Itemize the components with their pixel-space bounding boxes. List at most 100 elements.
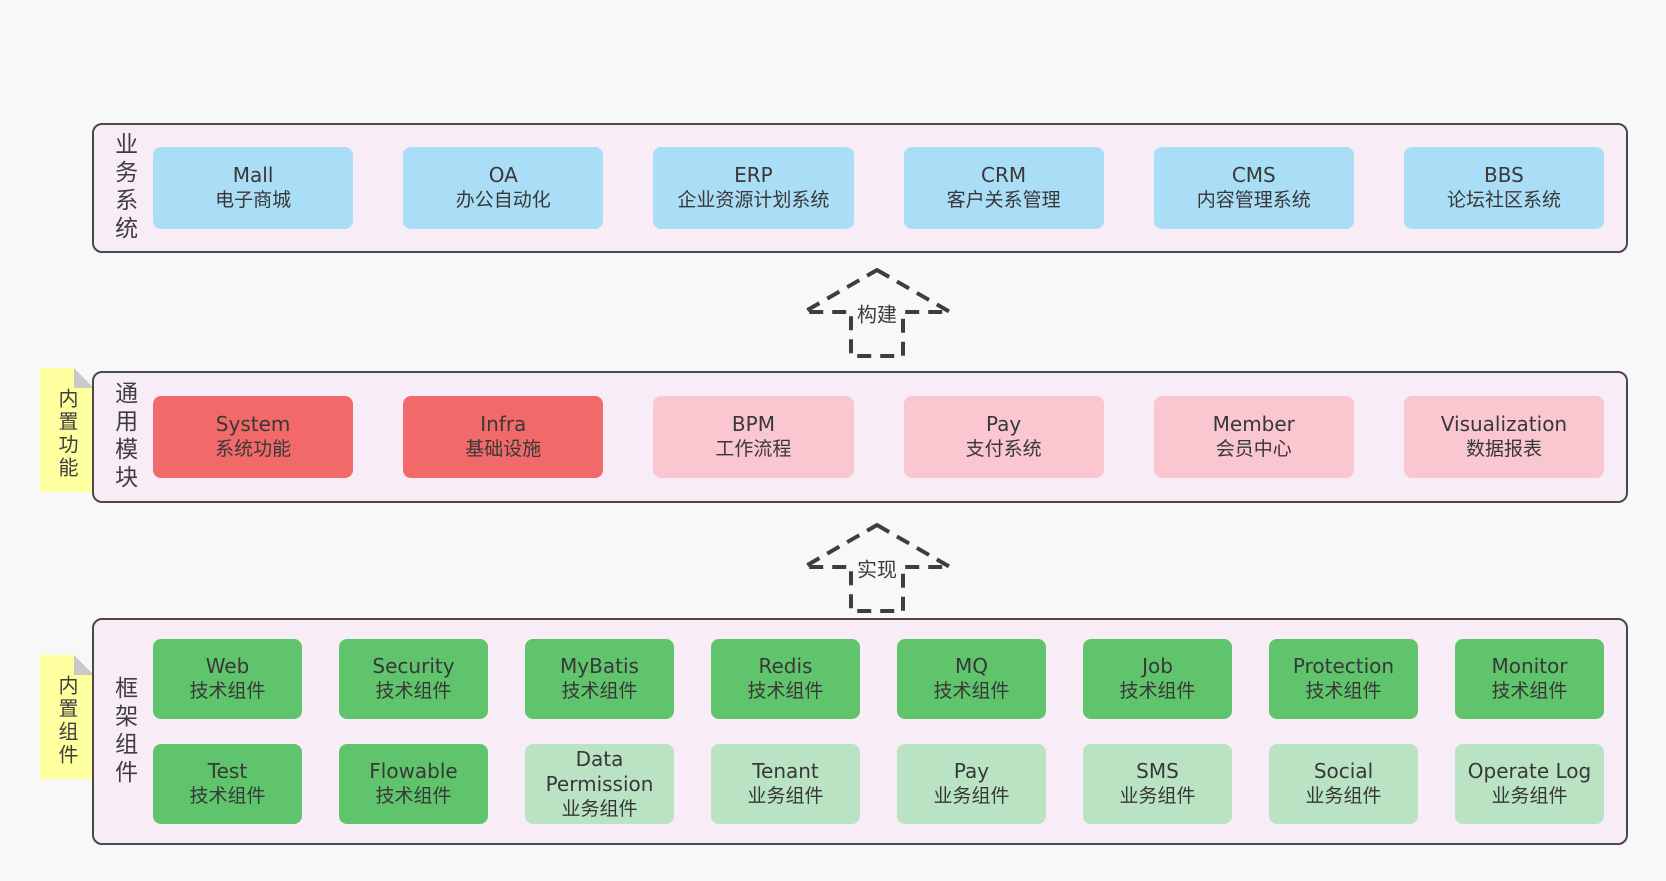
dashed-up-arrow-icon xyxy=(802,523,952,613)
box-title: MQ xyxy=(955,654,988,678)
dashed-up-arrow-icon xyxy=(802,268,952,358)
box-title: Pay xyxy=(953,759,990,783)
box-subtitle: 业务组件 xyxy=(1305,785,1382,807)
box-subtitle: 电子商城 xyxy=(215,189,292,211)
box-subtitle: 技术组件 xyxy=(375,785,452,807)
box-title: Flowable xyxy=(369,759,458,783)
box-title: Redis xyxy=(758,654,813,678)
sticky-note-builtin-features: 内置功能 xyxy=(40,368,94,492)
box-title: Social xyxy=(1313,759,1374,783)
box-subtitle: 论坛社区系统 xyxy=(1446,189,1561,211)
box-title: Protection xyxy=(1292,654,1395,678)
build-arrow: 构建 xyxy=(797,267,957,359)
box-subtitle: 技术组件 xyxy=(1305,680,1382,702)
box-subtitle: 业务组件 xyxy=(747,785,824,807)
box-subtitle: 业务组件 xyxy=(933,785,1010,807)
folded-corner-icon xyxy=(74,655,94,675)
box-title: BPM xyxy=(731,412,775,436)
sticky-note-builtin-components: 内置组件 xyxy=(40,655,94,779)
layer-label-text: 框架组件 xyxy=(110,675,137,788)
box-subtitle: 会员中心 xyxy=(1215,438,1292,460)
box-title: System xyxy=(215,412,291,436)
box-title: Mall xyxy=(232,163,274,187)
box-title: Tenant xyxy=(752,759,819,783)
box-title: SMS xyxy=(1136,759,1179,783)
box-subtitle: 技术组件 xyxy=(189,785,266,807)
box-title: Monitor xyxy=(1491,654,1568,678)
box-title: BBS xyxy=(1484,163,1524,187)
box-subtitle: 业务组件 xyxy=(1491,785,1568,807)
box-subtitle: 技术组件 xyxy=(747,680,824,702)
box-title: Infra xyxy=(480,412,527,436)
box-subtitle: 技术组件 xyxy=(1119,680,1196,702)
box-subtitle: 内容管理系统 xyxy=(1196,189,1311,211)
box-title: Security xyxy=(372,654,455,678)
box-subtitle: 企业资源计划系统 xyxy=(677,189,830,211)
box-title: Pay xyxy=(985,412,1022,436)
layer-label-text: 通用模块 xyxy=(110,381,137,493)
build-arrow-label: 构建 xyxy=(853,297,901,329)
folded-corner-icon xyxy=(74,368,94,388)
box-title: CRM xyxy=(981,163,1027,187)
box-subtitle: 工作流程 xyxy=(715,438,792,460)
sticky-label: 内置组件 xyxy=(55,675,79,767)
box-subtitle: 数据报表 xyxy=(1465,438,1542,460)
box-subtitle: 技术组件 xyxy=(189,680,266,702)
box-subtitle: 技术组件 xyxy=(933,680,1010,702)
box-title: Web xyxy=(205,654,250,678)
box-subtitle: 业务组件 xyxy=(1119,785,1196,807)
box-subtitle: 系统功能 xyxy=(215,438,292,460)
box-subtitle: 办公自动化 xyxy=(455,189,551,211)
box-title: CMS xyxy=(1231,163,1276,187)
box-title: Member xyxy=(1212,412,1295,436)
box-subtitle: 基础设施 xyxy=(465,438,542,460)
box-title: Visualization xyxy=(1440,412,1568,436)
box-subtitle: 客户关系管理 xyxy=(946,189,1061,211)
box-title: Job xyxy=(1142,654,1173,678)
layer-label-framework-components: 框架组件 xyxy=(94,620,153,843)
sticky-label: 内置功能 xyxy=(55,388,79,480)
layer-label-business-systems: 业务系统 xyxy=(94,125,153,251)
implement-arrow: 实现 xyxy=(797,522,957,614)
layer-label-common-modules: 通用模块 xyxy=(94,373,153,501)
implement-arrow-label: 实现 xyxy=(853,552,901,584)
box-subtitle: 技术组件 xyxy=(375,680,452,702)
box-title: Test xyxy=(207,759,248,783)
box-subtitle: 技术组件 xyxy=(561,680,638,702)
box-title: OA xyxy=(488,163,518,187)
layer-label-text: 业务系统 xyxy=(110,132,137,244)
